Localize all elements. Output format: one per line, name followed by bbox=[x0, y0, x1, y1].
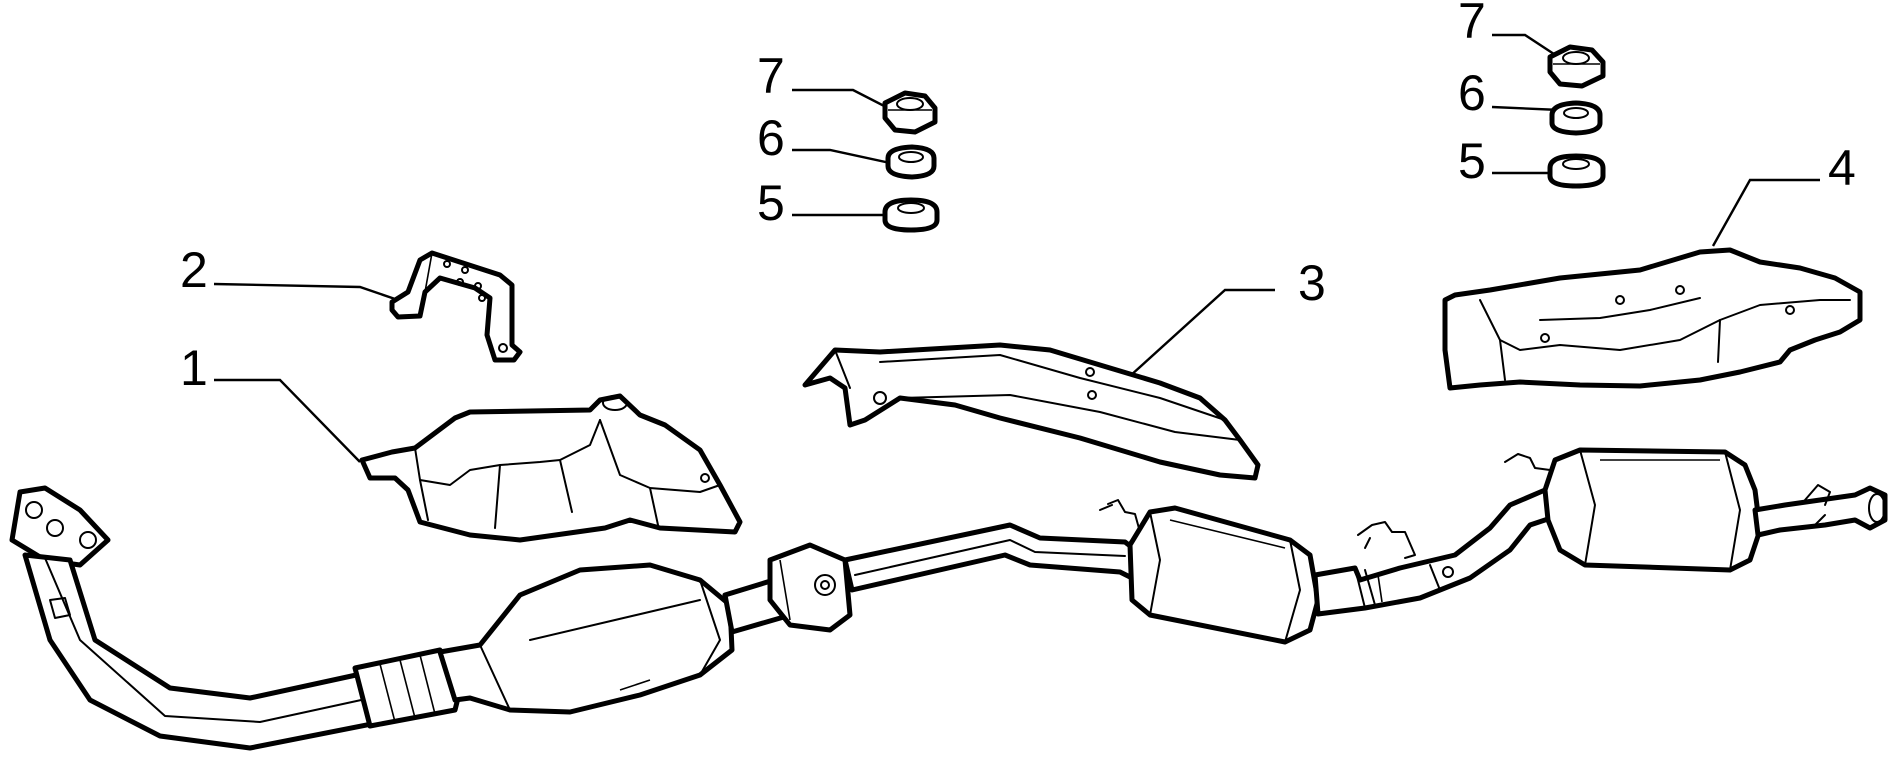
leader-lines bbox=[213, 33, 1820, 463]
callout-3: 3 bbox=[1298, 255, 1326, 311]
callout-2: 2 bbox=[180, 242, 208, 298]
callout-6-left: 6 bbox=[757, 110, 785, 166]
heat-shield-part-1 bbox=[359, 393, 743, 543]
callout-6-right: 6 bbox=[1458, 65, 1486, 121]
nut-right bbox=[1547, 44, 1606, 89]
callout-7-left: 7 bbox=[757, 48, 785, 104]
heat-shield-part-3 bbox=[802, 342, 1261, 481]
callout-5-left: 5 bbox=[757, 175, 785, 231]
heat-shield-part-4 bbox=[1442, 247, 1863, 391]
flat-washer-right bbox=[1547, 153, 1606, 189]
catalytic-converter bbox=[437, 562, 735, 715]
rear-pipe bbox=[1312, 487, 1563, 617]
intermediate-pipe bbox=[842, 522, 1145, 593]
lock-washer-right bbox=[1549, 100, 1603, 136]
nut-left bbox=[882, 90, 938, 135]
callout-5-right: 5 bbox=[1458, 133, 1486, 189]
bracket-part-2 bbox=[389, 250, 523, 363]
tail-pipe bbox=[1752, 485, 1888, 538]
callout-7-right: 7 bbox=[1458, 0, 1486, 49]
exhaust-system bbox=[9, 447, 1888, 751]
flat-washer-left bbox=[882, 197, 940, 233]
rear-silencer bbox=[1542, 447, 1763, 573]
mid-flange bbox=[767, 542, 853, 633]
callout-1: 1 bbox=[180, 340, 208, 396]
callout-4: 4 bbox=[1828, 140, 1856, 196]
lock-washer-left bbox=[885, 144, 937, 180]
